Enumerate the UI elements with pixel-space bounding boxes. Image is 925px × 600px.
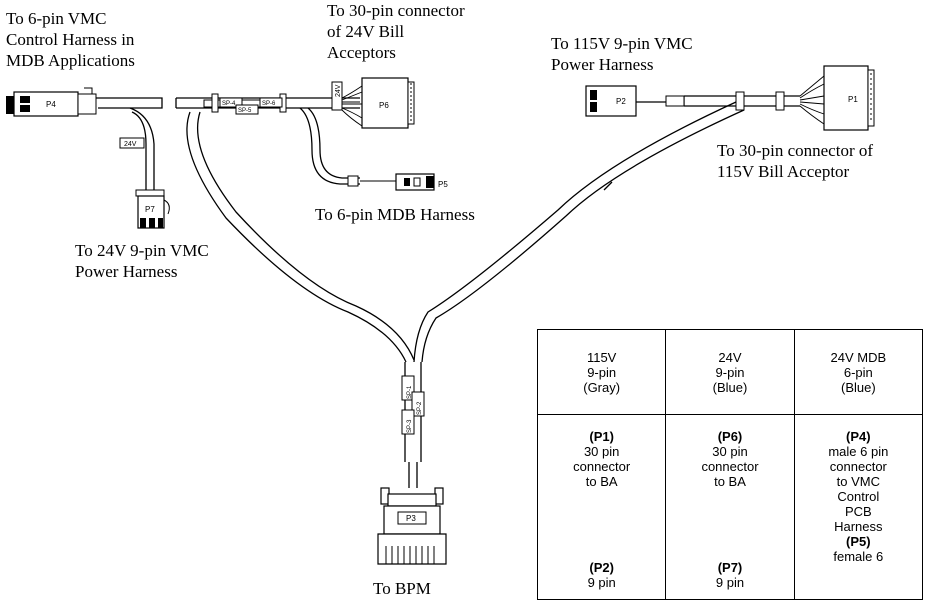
table-header-row: 115V 9-pin (Gray) 24V 9-pin (Blue) 24V M… bbox=[536, 329, 924, 415]
tag-sp3-label: SP-3 bbox=[407, 419, 413, 433]
header-115v: 115V 9-pin (Gray) bbox=[536, 329, 667, 415]
cable-branch-right bbox=[413, 101, 745, 363]
tag-sp2-label: SP-2 bbox=[417, 401, 423, 415]
label-24v-power-harness: To 24V 9-pin VMC Power Harness bbox=[75, 241, 209, 281]
connector-p6: P6 bbox=[361, 77, 415, 129]
cell-p1-desc: 30 pin connector to BA bbox=[573, 444, 631, 489]
label-115v-power-harness: To 115V 9-pin VMC Power Harness bbox=[551, 34, 693, 74]
cell-p5-desc: female 6 bbox=[833, 549, 884, 564]
tag-24v-lower bbox=[119, 137, 145, 149]
connector-p2-label: P2 bbox=[616, 97, 626, 106]
cell-p2-code: (P2) bbox=[589, 560, 614, 575]
cable-p7 bbox=[129, 107, 155, 190]
tag-sp1-label: SP-1 bbox=[407, 385, 413, 399]
p1-wires bbox=[799, 75, 825, 125]
cell-p6-desc: 30 pin connector to BA bbox=[701, 444, 759, 489]
cell-p1-block: (P1) 30 pin connector to BA bbox=[540, 429, 663, 489]
harness-spec-table: 115V 9-pin (Gray) 24V 9-pin (Blue) 24V M… bbox=[536, 329, 924, 600]
trunk-tags bbox=[401, 375, 425, 435]
label-bpm: To BPM bbox=[373, 579, 431, 598]
connector-p3: P3 bbox=[377, 487, 447, 565]
cell-p5-code: (P5) bbox=[846, 534, 871, 549]
header-24v-mdb: 24V MDB 6-pin (Blue) bbox=[793, 329, 924, 415]
cell-24v: (P6) 30 pin connector to BA (P7) 9 pin bbox=[665, 414, 795, 600]
cable-p5 bbox=[299, 107, 398, 185]
connector-p5: P5 bbox=[395, 173, 448, 191]
tag-sp4-label: SP-4 bbox=[222, 101, 236, 107]
tag-sp4 bbox=[219, 97, 243, 108]
cable-top-right bbox=[636, 95, 800, 107]
cell-p5-block: (P5) female 6 bbox=[797, 534, 920, 564]
cell-p6-code: (P6) bbox=[717, 429, 743, 444]
tag-sp5-label: SP-5 bbox=[238, 108, 252, 114]
cell-p7-code: (P7) bbox=[717, 560, 743, 575]
connector-p4: P4 bbox=[6, 87, 97, 117]
connector-p1: P1 bbox=[823, 65, 875, 131]
cell-p7-desc: 9 pin bbox=[715, 575, 745, 590]
tag-24v-lower-label: 24V bbox=[124, 141, 137, 148]
tag-sp2 bbox=[411, 391, 425, 417]
tag-sp3 bbox=[401, 409, 415, 435]
cell-p2-desc: 9 pin bbox=[587, 575, 616, 590]
table-row: (P1) 30 pin connector to BA (P2) 9 pin (… bbox=[536, 414, 924, 600]
tag-24v-upper-label: 24V bbox=[335, 84, 342, 97]
connector-p2: P2 bbox=[585, 85, 637, 117]
connector-p3-label: P3 bbox=[406, 514, 416, 523]
header-24v: 24V 9-pin (Blue) bbox=[665, 329, 795, 415]
cell-p4-code: (P4) bbox=[846, 429, 871, 444]
cell-p1-code: (P1) bbox=[589, 429, 614, 444]
cell-p4-desc: male 6 pin connector to VMC Control PCB … bbox=[828, 444, 889, 534]
connector-p7: P7 bbox=[135, 189, 170, 229]
connector-p6-label: P6 bbox=[379, 101, 389, 110]
cell-p2-block: (P2) 9 pin bbox=[540, 560, 663, 590]
tag-sp6-label: SP-6 bbox=[262, 101, 276, 107]
label-vmc-control-harness: To 6-pin VMC Control Harness in MDB Appl… bbox=[6, 9, 135, 70]
connector-p1-label: P1 bbox=[848, 95, 858, 104]
cell-p4-block: (P4) male 6 pin connector to VMC Control… bbox=[797, 429, 920, 534]
sleeve-sp bbox=[203, 93, 287, 115]
cell-p6-block: (P6) 30 pin connector to BA bbox=[668, 429, 791, 489]
label-24v-bill-acceptors: To 30-pin connector of 24V Bill Acceptor… bbox=[327, 1, 465, 62]
cell-115v: (P1) 30 pin connector to BA (P2) 9 pin bbox=[536, 414, 667, 600]
tag-sp6 bbox=[259, 97, 283, 108]
label-115v-bill-acceptor: To 30-pin connector of 115V Bill Accepto… bbox=[717, 141, 874, 181]
cell-p7-block: (P7) 9 pin bbox=[668, 560, 791, 590]
label-mdb-harness: To 6-pin MDB Harness bbox=[315, 205, 475, 224]
connector-p5-label: P5 bbox=[438, 180, 448, 189]
cable-branch-left bbox=[186, 111, 415, 363]
p6-wires bbox=[332, 85, 363, 127]
connector-p7-label: P7 bbox=[145, 205, 155, 214]
connector-p4-label: P4 bbox=[46, 100, 56, 109]
tag-sp5 bbox=[235, 104, 259, 115]
tag-sp1 bbox=[401, 375, 415, 401]
cell-24v-mdb: (P4) male 6 pin connector to VMC Control… bbox=[793, 414, 924, 600]
tag-24v-upper bbox=[331, 81, 343, 111]
